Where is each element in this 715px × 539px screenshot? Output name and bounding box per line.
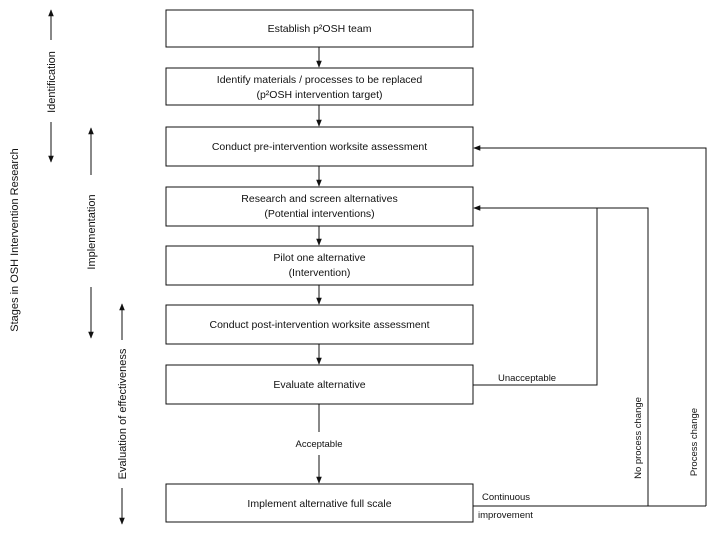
step-6-box [165, 304, 474, 345]
stage-evaluation-label: Evaluation of effectiveness [117, 348, 129, 479]
unacceptable-label: Unacceptable [498, 373, 556, 384]
acceptable-label: Acceptable [295, 439, 342, 450]
step-2-label-line2: (p²OSH intervention target) [256, 89, 382, 101]
improvement-label: improvement [478, 510, 533, 521]
unacceptable-loop [473, 205, 598, 386]
step-5-label-line1: Pilot one alternative [273, 252, 365, 264]
step-4-label-line2: (Potential interventions) [264, 208, 374, 220]
step-8-label: Implement alternative full scale [247, 498, 391, 510]
step-4-box [165, 186, 474, 227]
step-1-label: Establish p²OSH team [268, 23, 372, 35]
stage-implementation-label: Implementation [86, 194, 98, 269]
no-process-change-label: No process change [633, 397, 644, 479]
step-6-label: Conduct post-intervention worksite asses… [209, 319, 429, 331]
step-7-box [165, 364, 474, 405]
no-process-change-loop [597, 207, 649, 506]
step-3-box [165, 126, 474, 167]
step-2-label-line1: Identify materials / processes to be rep… [217, 74, 423, 86]
step-5-box [165, 245, 474, 286]
step-4-label-line1: Research and screen alternatives [241, 193, 397, 205]
continuous-label: Continuous [482, 492, 530, 503]
step-8-box [165, 483, 474, 523]
process-change-loop [473, 145, 707, 506]
stages-title: Stages in OSH Intervention Research [9, 148, 21, 331]
process-change-label: Process change [689, 408, 700, 476]
step-2-box [165, 67, 474, 106]
step-5-label-line2: (Intervention) [289, 267, 351, 279]
stage-identification-label: Identification [46, 51, 58, 113]
step-3-label: Conduct pre-intervention worksite assess… [212, 141, 427, 153]
step-7-label: Evaluate alternative [273, 379, 365, 391]
